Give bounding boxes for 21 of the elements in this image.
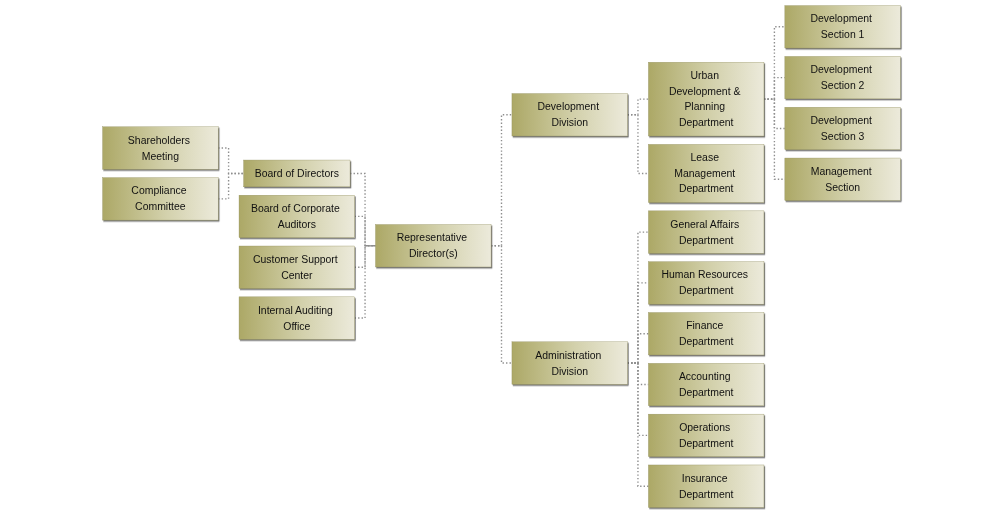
node-box: Development Section 3 <box>784 107 901 150</box>
node-box: Representative Director(s) <box>375 224 492 268</box>
node-box: Operations Department <box>648 413 765 457</box>
node-box: Compliance Committee <box>102 177 219 221</box>
node-box: Internal Auditing Office <box>238 296 355 340</box>
node-box: General Affairs Department <box>648 210 765 254</box>
node-box: Urban Development & Planning Department <box>648 62 765 137</box>
node-box: Development Section 1 <box>784 5 901 49</box>
node-box: Development Division <box>511 93 628 137</box>
node-box: Board of Corporate Auditors <box>238 195 355 238</box>
node-box: Shareholders Meeting <box>102 126 219 170</box>
node-box: Finance Department <box>648 312 765 356</box>
node-box: Administration Division <box>511 341 628 385</box>
node-box: Development Section 2 <box>784 56 901 100</box>
node-box: Insurance Department <box>648 464 765 508</box>
node-box: Human Resources Department <box>648 261 765 305</box>
node-box: Board of Directors <box>243 159 351 187</box>
node-box: Accounting Department <box>648 363 765 406</box>
node-box: Management Section <box>784 157 901 201</box>
node-box: Lease Management Department <box>648 144 765 203</box>
node-box: Customer Support Center <box>238 245 355 289</box>
